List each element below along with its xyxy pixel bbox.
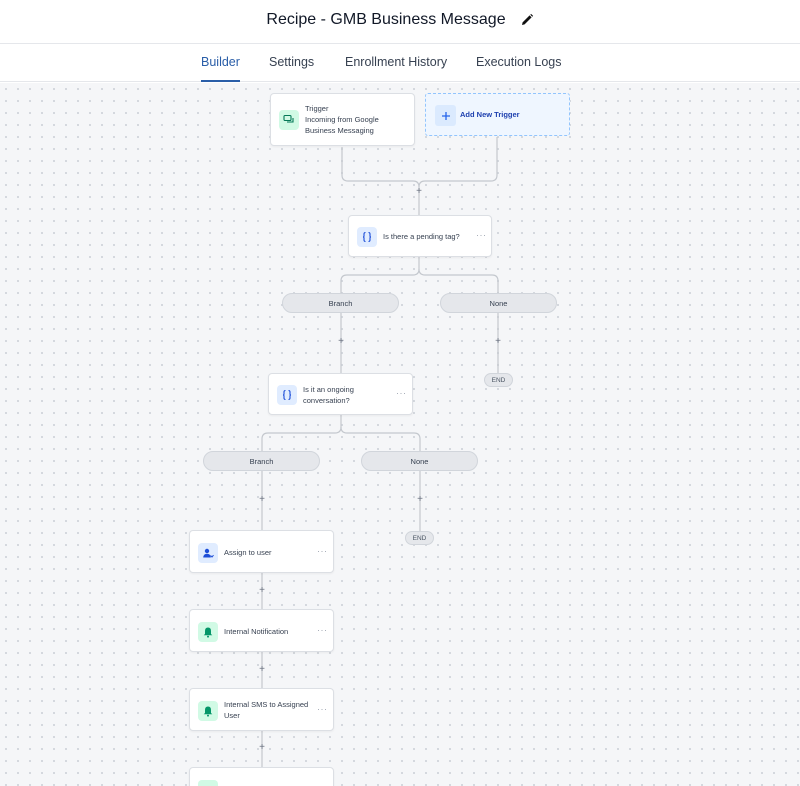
add-step-plus[interactable]: + — [259, 664, 265, 675]
bell-icon — [198, 701, 218, 721]
user-assign-icon — [198, 543, 218, 563]
condition-node-ongoing-conversation[interactable]: Is it an ongoing conversation? ··· — [268, 373, 413, 415]
plus-icon — [435, 105, 456, 126]
tab-enrollment-history[interactable]: Enrollment History — [345, 55, 448, 69]
none-pill[interactable]: None — [440, 293, 557, 313]
action-node-internal-notification[interactable]: Internal Notification ··· — [189, 609, 334, 652]
add-step-plus[interactable]: + — [259, 742, 265, 753]
pencil-icon[interactable] — [520, 13, 534, 27]
add-step-plus[interactable]: + — [338, 336, 344, 347]
more-options-button[interactable]: ··· — [317, 625, 328, 635]
branch-pill[interactable]: Branch — [282, 293, 399, 313]
more-options-button[interactable]: ··· — [317, 546, 328, 556]
braces-icon — [357, 227, 377, 247]
condition-label: Is it an ongoing conversation? — [303, 385, 354, 405]
branch-pill[interactable]: Branch — [203, 451, 320, 471]
add-step-plus[interactable]: + — [259, 494, 265, 505]
add-trigger-button[interactable]: Add New Trigger — [425, 93, 570, 136]
condition-node-pending-tag[interactable]: Is there a pending tag? ··· — [348, 215, 492, 257]
more-options-button[interactable]: ··· — [476, 230, 487, 240]
action-label: Assign to user — [224, 548, 272, 557]
end-marker: END — [484, 373, 513, 387]
page-title: Recipe - GMB Business Message — [266, 11, 506, 28]
connector-lines — [261, 137, 499, 768]
top-header: Recipe - GMB Business Message — [0, 0, 800, 44]
trigger-description: Incoming from Google Business Messaging — [305, 115, 379, 135]
message-icon — [198, 780, 218, 786]
action-node-message[interactable] — [189, 767, 334, 786]
add-step-plus[interactable]: + — [495, 336, 501, 347]
braces-icon — [277, 385, 297, 405]
active-tab-indicator — [201, 80, 240, 82]
chat-bubbles-icon — [279, 110, 299, 130]
action-node-assign-user[interactable]: Assign to user ··· — [189, 530, 334, 573]
add-step-plus[interactable]: + — [259, 585, 265, 596]
end-marker: END — [405, 531, 434, 545]
action-label: Internal Notification — [224, 627, 289, 636]
tab-settings[interactable]: Settings — [269, 55, 315, 69]
tab-bar: Builder Settings Enrollment History Exec… — [0, 44, 800, 82]
bell-icon — [198, 622, 218, 642]
condition-label: Is there a pending tag? — [383, 232, 460, 241]
action-node-internal-sms[interactable]: Internal SMS to Assigned User ··· — [189, 688, 334, 731]
trigger-title: Trigger — [305, 104, 329, 113]
action-label: Internal SMS to Assigned User — [224, 700, 309, 720]
add-step-plus[interactable]: + — [417, 494, 423, 505]
trigger-node[interactable]: Trigger Incoming from Google Business Me… — [270, 93, 415, 146]
workflow-canvas[interactable]: Trigger Incoming from Google Business Me… — [0, 83, 800, 786]
tab-execution-logs[interactable]: Execution Logs — [476, 55, 562, 69]
tab-builder[interactable]: Builder — [201, 55, 240, 69]
more-options-button[interactable]: ··· — [396, 388, 407, 398]
more-options-button[interactable]: ··· — [317, 704, 328, 714]
none-pill[interactable]: None — [361, 451, 478, 471]
page-title-row: Recipe - GMB Business Message — [0, 11, 800, 29]
add-step-plus[interactable]: + — [416, 186, 422, 197]
add-trigger-label: Add New Trigger — [460, 110, 520, 119]
